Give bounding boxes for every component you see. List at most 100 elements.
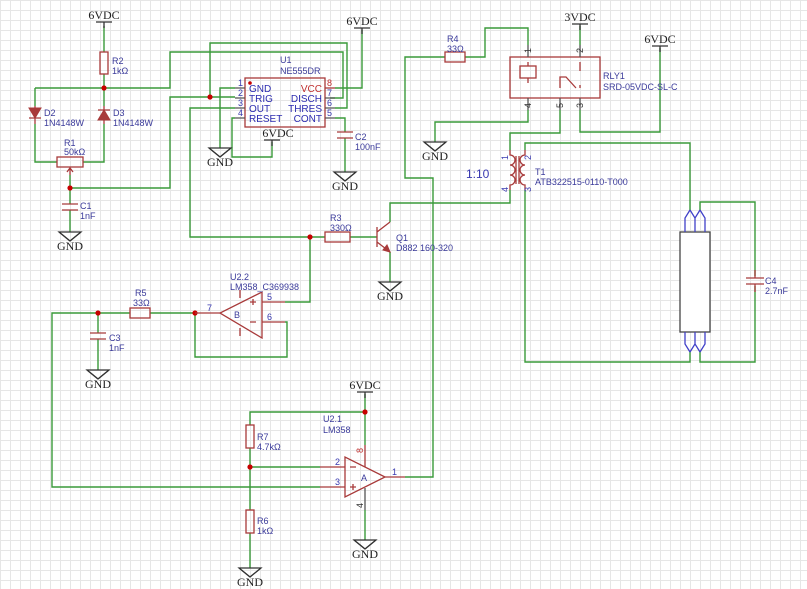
transformer-t1[interactable]: 1 4 2 3 T1 ATB322515-0110-T000 1:10 [466, 150, 628, 192]
junction [247, 464, 253, 470]
wire[interactable] [285, 237, 311, 303]
relay-rly1[interactable]: 1 2 4 5 3 RLY1 SRD-05VDC-SL-C [509, 45, 678, 110]
resistor-r7[interactable]: R7 4.7kΩ [245, 424, 281, 452]
wire[interactable] [509, 110, 561, 150]
power-rail-icon [354, 27, 370, 34]
r7-value: 4.7kΩ [257, 442, 281, 452]
capacitor-c3[interactable]: C3 1nF [90, 332, 125, 353]
junction [101, 85, 107, 91]
wire[interactable] [524, 142, 691, 210]
ground-label: GND [57, 239, 83, 253]
ground-label: GND [422, 149, 448, 163]
q1-ref: Q1 [396, 233, 408, 243]
wire[interactable] [35, 51, 344, 99]
ground-symbol: GND [237, 567, 263, 589]
d2-ref: D2 [44, 108, 56, 118]
c3-ref: C3 [109, 333, 121, 343]
pin-num: 4 [500, 187, 510, 192]
pin-num: 3 [335, 477, 340, 487]
pin-num: 5 [267, 292, 272, 302]
resistor-r6[interactable]: R6 1kΩ [245, 509, 274, 536]
diode-d2[interactable]: D2 1N4148W [28, 106, 85, 128]
pin-num: 1 [523, 48, 533, 53]
wire[interactable] [249, 411, 365, 568]
r3-value: 330Ω [330, 223, 352, 233]
wire[interactable] [699, 201, 756, 363]
wire[interactable] [51, 312, 320, 488]
ground-symbol: GND [422, 141, 448, 163]
wire[interactable] [389, 190, 511, 222]
c4-ref: C4 [765, 276, 777, 286]
wire[interactable] [335, 117, 346, 172]
wire[interactable] [69, 96, 235, 189]
r2-ref: R2 [112, 56, 124, 66]
wire[interactable] [404, 56, 445, 478]
ground-label: GND [85, 377, 111, 391]
resistor-r2[interactable]: R2 1kΩ [99, 51, 129, 76]
diode-d3[interactable]: D3 1N4148W [97, 106, 154, 128]
opamp-u2-1[interactable]: U2.1 LM358 A 2 3 1 8 4 [320, 414, 405, 510]
u1-pin-num: 6 [327, 98, 332, 108]
transistor-q1[interactable]: Q1 D882 160-320 [376, 221, 453, 253]
wire[interactable] [231, 117, 273, 158]
ground-label: GND [332, 179, 358, 193]
capacitor-c1[interactable]: C1 1nF [62, 201, 96, 221]
power-symbols: GNDGNDGNDGNDGNDGNDGNDGND6VDC6VDC6VDC6VDC… [57, 8, 676, 589]
resistor-r3[interactable]: R3 330Ω [324, 213, 352, 243]
ground-symbol: GND [85, 369, 111, 391]
capacitor-c2[interactable]: C2 100nF [337, 131, 381, 152]
potentiometer-r1[interactable]: R1 50kΩ [56, 138, 86, 175]
ground-label: GND [352, 547, 378, 561]
power-label: 6VDC [262, 126, 293, 140]
opamp-u2-2[interactable]: U2.2 LM358_C369938 B 5 6 7 [195, 272, 299, 340]
wire[interactable] [34, 88, 57, 163]
rly1-value: SRD-05VDC-SL-C [603, 82, 678, 92]
rly1-ref: RLY1 [603, 71, 625, 81]
wire[interactable] [335, 30, 363, 89]
resistor-r5[interactable]: R5 33Ω [129, 288, 151, 319]
c1-ref: C1 [80, 201, 92, 211]
wire[interactable] [194, 313, 288, 358]
wire[interactable] [524, 190, 691, 363]
junction [307, 234, 313, 240]
wire[interactable] [465, 27, 529, 58]
c1-value: 1nF [80, 211, 96, 221]
wire[interactable] [579, 48, 661, 133]
fluorescent-tube[interactable] [679, 209, 711, 353]
power-rail-icon [572, 23, 588, 30]
r4-ref: R4 [447, 34, 459, 44]
wire[interactable] [189, 107, 325, 238]
t1-value: ATB322515-0110-T000 [535, 177, 628, 187]
power-symbol: 6VDC [88, 8, 120, 28]
u2-1-value: LM358 [323, 425, 351, 435]
power-label: 3VDC [564, 10, 595, 24]
u1-pin-name: CONT [294, 114, 322, 125]
power-rail-icon [264, 139, 280, 146]
ground-symbol: GND [332, 171, 358, 193]
power-rail-icon [357, 391, 373, 398]
ground-label: GND [237, 575, 263, 589]
u1-pin-name: DISCH [291, 94, 322, 105]
u1-pin-name: THRES [288, 104, 322, 115]
power-rail-icon [96, 21, 112, 28]
wire[interactable] [434, 110, 529, 142]
wire[interactable] [219, 87, 235, 148]
c4-value: 2.7nF [765, 286, 789, 296]
u1-ref: U1 [280, 55, 292, 65]
wires [34, 26, 756, 568]
wire[interactable] [83, 88, 105, 163]
wire[interactable] [209, 42, 348, 109]
capacitor-c4[interactable]: C4 2.7nF [746, 270, 789, 296]
pin-num: 2 [575, 48, 585, 53]
c3-value: 1nF [109, 343, 125, 353]
junctions [67, 85, 368, 470]
u1-value: NE555DR [280, 66, 321, 76]
power-label: 6VDC [88, 8, 119, 22]
u1-pin-name: TRIG [249, 94, 273, 105]
pin-num: 3 [575, 103, 585, 108]
ground-label: GND [207, 155, 233, 169]
r5-ref: R5 [135, 288, 147, 298]
resistor-r4[interactable]: R4 33Ω [444, 34, 466, 63]
ic-u1-ne555[interactable]: U1 NE555DR 1 2 3 4 GND TRIG OUT RESET VC… [235, 55, 335, 128]
